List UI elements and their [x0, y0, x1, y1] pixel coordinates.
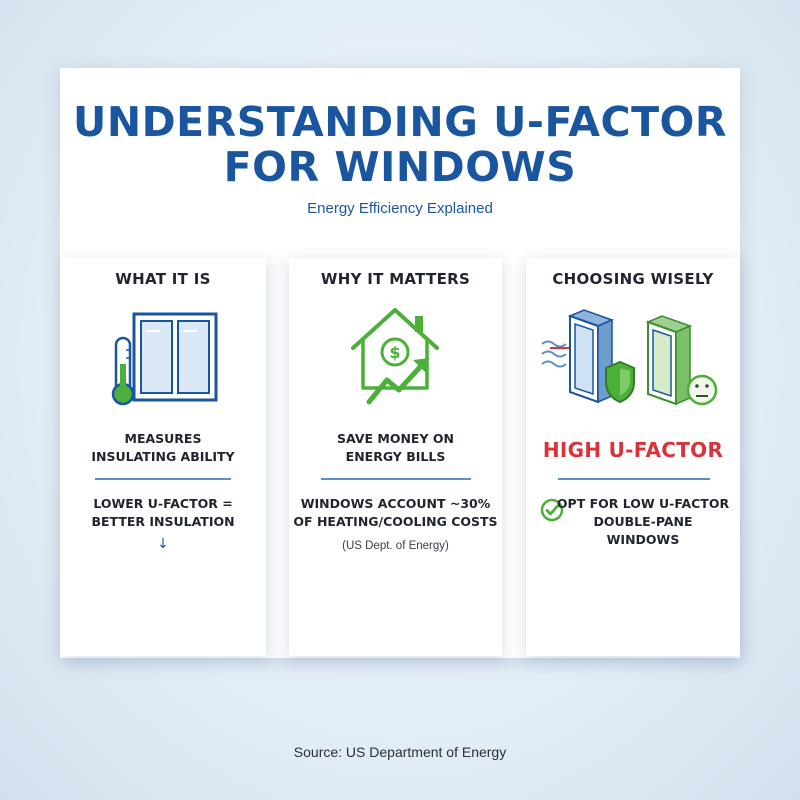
card-text-lower-u-factor: LOWER U-FACTOR =BETTER INSULATION: [91, 496, 235, 529]
svg-text:$: $: [389, 343, 400, 362]
card-heading: CHOOSING WISELY: [552, 270, 714, 288]
page-title-line1: UNDERSTANDING U-FACTOR: [73, 98, 727, 146]
page-title-line2: FOR WINDOWS: [223, 143, 577, 191]
down-arrow-icon: ↓: [157, 536, 169, 552]
card-choosing-wisely: CHOOSING WISELY HIGH U-FACTOR OPT FOR LO…: [526, 258, 740, 656]
window-comparison-icon: [541, 309, 718, 406]
card-text-windows-account: WINDOWS ACCOUNT ~30%OF HEATING/COOLING C…: [293, 496, 498, 529]
divider: [95, 478, 231, 480]
divider: [558, 478, 710, 480]
divider: [321, 478, 471, 480]
card-heading: WHAT IT IS: [115, 270, 211, 288]
high-u-factor-label: HIGH U-FACTOR: [542, 438, 724, 462]
window-thermometer-icon: [111, 312, 218, 406]
source-footnote: Source: US Department of Energy: [293, 744, 507, 760]
page-subtitle: Energy Efficiency Explained: [307, 200, 493, 217]
card-note-source: (US Dept. of Energy): [342, 540, 449, 552]
card-heading: WHY IT MATTERS: [320, 270, 471, 288]
check-circle-icon: [540, 498, 564, 522]
house-dollar-growth-icon: $: [351, 308, 439, 405]
